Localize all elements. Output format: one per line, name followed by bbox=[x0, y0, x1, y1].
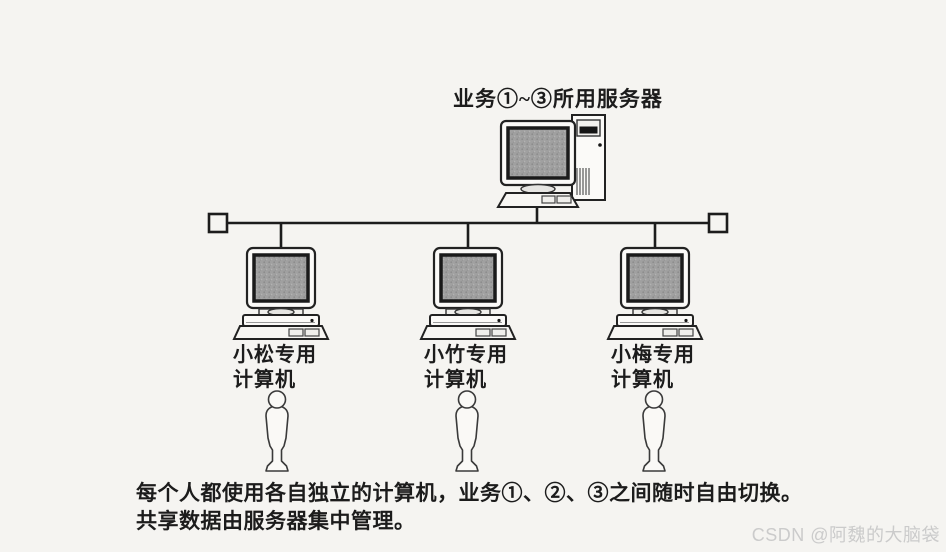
client-computer-3 bbox=[606, 246, 704, 341]
client2-label: 小竹专用 计算机 bbox=[424, 344, 508, 391]
person-3 bbox=[642, 390, 666, 472]
caption-line-2: 共享数据由服务器集中管理。 bbox=[136, 509, 416, 533]
client3-label: 小梅专用 计算机 bbox=[611, 344, 695, 391]
person-1 bbox=[265, 390, 289, 472]
client-computer-1 bbox=[232, 246, 330, 341]
client1-label: 小松专用 计算机 bbox=[233, 344, 317, 391]
server-illustration bbox=[496, 114, 606, 208]
client-computer-2 bbox=[419, 246, 517, 341]
bus-terminator-left bbox=[207, 212, 229, 234]
watermark: CSDN @阿魏的大脑袋 bbox=[751, 525, 940, 545]
person-2 bbox=[455, 390, 479, 472]
bus-terminator-right bbox=[707, 212, 729, 234]
server-title: 业务①~③所用服务器 bbox=[453, 87, 663, 111]
caption-line-1: 每个人都使用各自独立的计算机，业务①、②、③之间随时自由切换。 bbox=[136, 481, 803, 505]
